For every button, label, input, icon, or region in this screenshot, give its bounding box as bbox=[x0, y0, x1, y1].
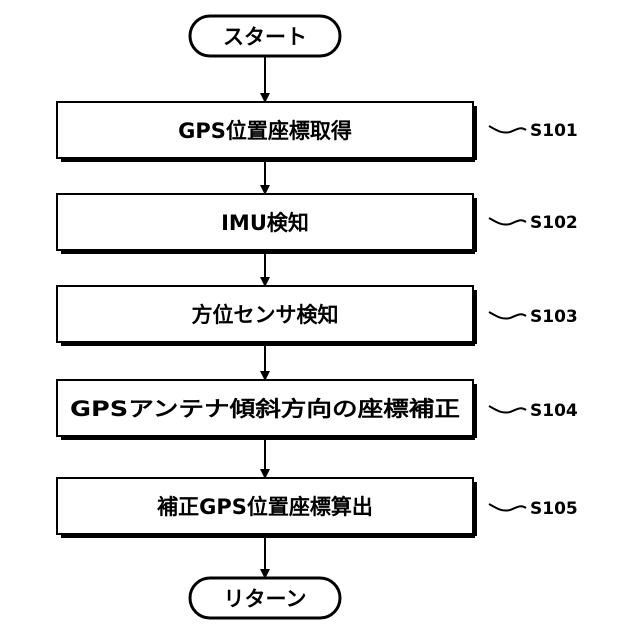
process-step-s102: IMU検知 S102 bbox=[57, 194, 578, 252]
process-step-s105: 補正GPS位置座標算出 S105 bbox=[57, 478, 578, 536]
process-step-s103: 方位センサ検知 S103 bbox=[57, 286, 578, 344]
step-id-s103: S103 bbox=[530, 307, 578, 327]
leader-line-s102 bbox=[489, 218, 526, 225]
step-label-s102: IMU検知 bbox=[221, 211, 309, 235]
start-terminal: スタート bbox=[190, 16, 340, 56]
step-id-s101: S101 bbox=[530, 121, 578, 141]
process-step-s101: GPS位置座標取得 S101 bbox=[57, 102, 578, 160]
end-terminal: リターン bbox=[190, 578, 340, 618]
step-id-s102: S102 bbox=[530, 213, 578, 233]
leader-line-s101 bbox=[489, 126, 526, 133]
step-id-s104: S104 bbox=[530, 401, 578, 421]
leader-line-s103 bbox=[489, 312, 526, 319]
step-label-s105: 補正GPS位置座標算出 bbox=[156, 495, 373, 519]
leader-line-s105 bbox=[489, 504, 526, 511]
process-step-s104: GPSアンテナ傾斜方向の座標補正 S104 bbox=[57, 380, 578, 438]
step-label-s103: 方位センサ検知 bbox=[192, 303, 339, 327]
step-label-s101: GPS位置座標取得 bbox=[178, 119, 352, 143]
start-label: スタート bbox=[223, 25, 307, 49]
step-id-s105: S105 bbox=[530, 499, 578, 519]
end-label: リターン bbox=[224, 587, 307, 611]
leader-line-s104 bbox=[489, 406, 526, 413]
step-label-s104: GPSアンテナ傾斜方向の座標補正 bbox=[70, 397, 460, 421]
